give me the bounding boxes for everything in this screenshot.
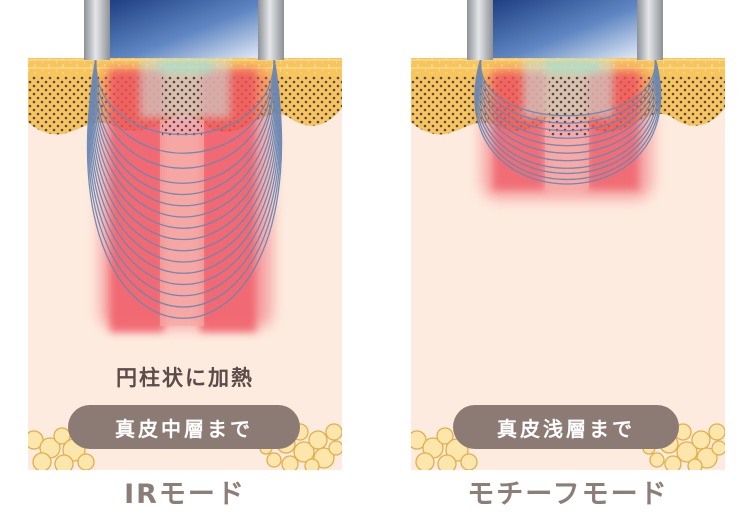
- heating-shape-label: 円柱状に加熱: [116, 366, 254, 390]
- ir-mode-illustration: [28, 0, 342, 470]
- ir-mode-panel: 円柱状に加熱 真皮中層まで: [28, 0, 342, 470]
- electrode-head: [467, 0, 663, 60]
- motif-mode-illustration: [411, 0, 725, 470]
- electrode-head: [84, 0, 284, 60]
- field-lines: [474, 57, 662, 185]
- field-lines: [86, 57, 283, 319]
- motif-mode-panel: 真皮浅層まで: [411, 0, 725, 470]
- depth-label-pill: 真皮中層まで: [68, 405, 300, 449]
- motif-mode-title: モチーフモード: [467, 479, 669, 510]
- depth-label-pill: 真皮浅層まで: [453, 405, 679, 449]
- ir-mode-title: IRモード: [124, 479, 246, 510]
